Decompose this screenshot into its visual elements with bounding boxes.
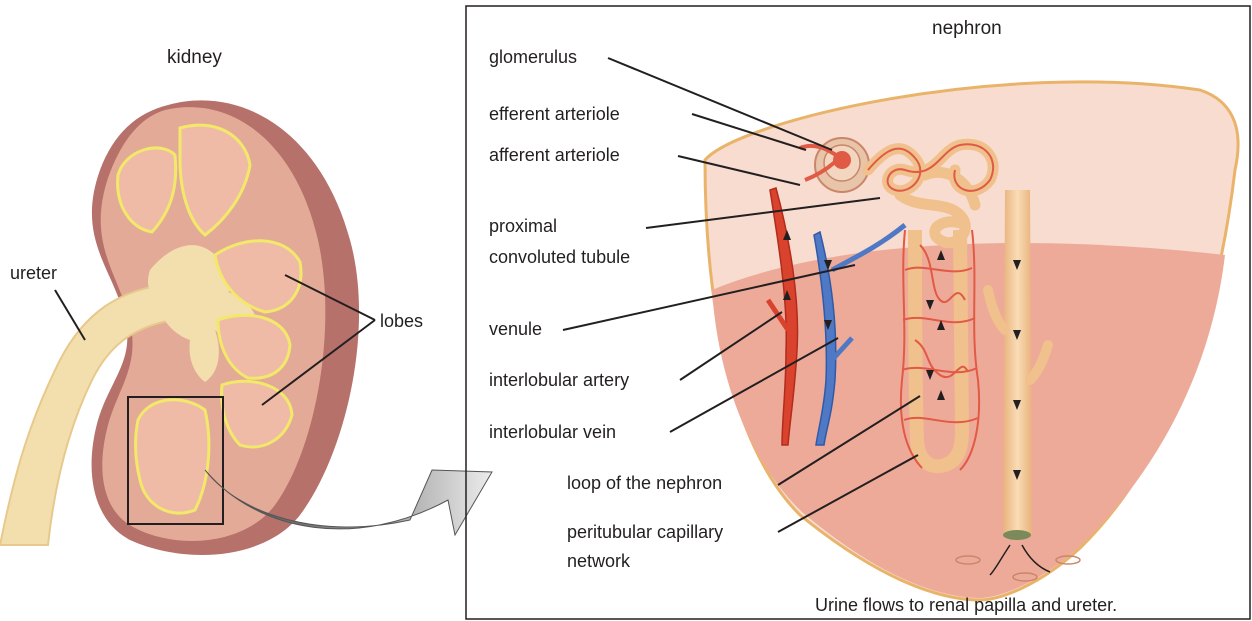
venule-label: venule [489,318,542,340]
papilla-opening [1003,530,1031,540]
glomerulus-leader [608,58,832,150]
ureter-label: ureter [10,262,57,284]
caption: Urine flows to renal papilla and ureter. [815,594,1117,616]
efferent-arteriole-label: efferent arteriole [489,103,620,125]
glomerulus-label: glomerulus [489,46,577,68]
collecting-duct [1003,190,1032,535]
interlobular-vein-label: interlobular vein [489,421,616,443]
lobe-lower-left [136,400,209,513]
lobes-label: lobes [380,310,423,332]
interlobular-artery-label: interlobular artery [489,369,629,391]
proximal-tubule-label-line1: proximal [489,215,557,237]
afferent-arteriole-label: afferent arteriole [489,144,620,166]
loop-label: loop of the nephron [567,472,722,494]
peritubular-label-line1: peritubular capillary [567,521,723,543]
nephron-title: nephron [932,18,1002,40]
kidney-title: kidney [167,47,222,69]
ureter-leader [55,290,85,340]
nephron-illustration [705,82,1238,600]
peritubular-label-line2: network [567,550,630,572]
proximal-tubule-label-line2: convoluted tubule [489,246,630,268]
